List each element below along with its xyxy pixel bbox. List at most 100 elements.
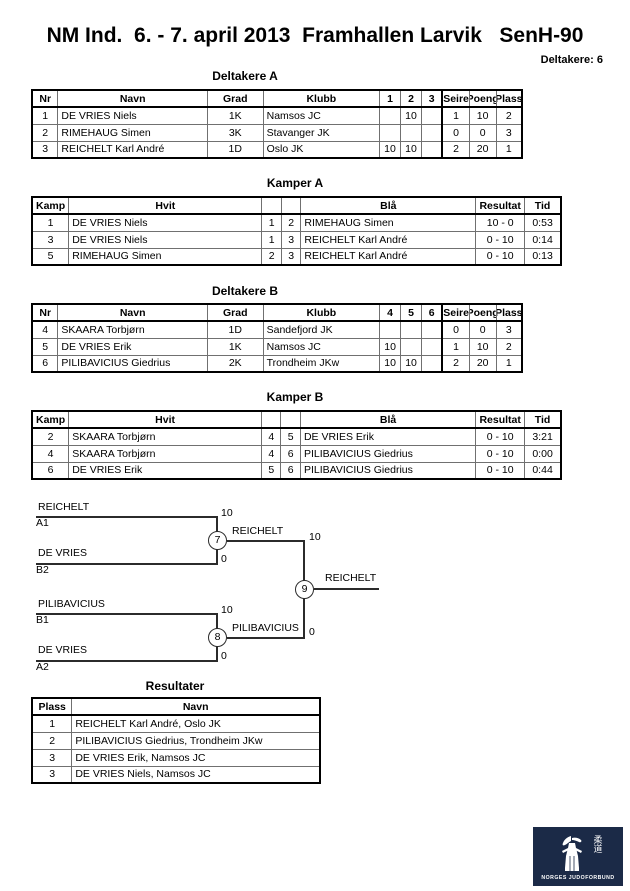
logo-text: NORGES JUDOFORBUND bbox=[541, 875, 615, 881]
col-poeng-label: Poeng bbox=[470, 93, 495, 105]
col-match-2: 2 bbox=[400, 89, 422, 108]
bracket-entry-name: REICHELT bbox=[38, 501, 90, 513]
cell-match-2: 10 bbox=[400, 106, 422, 125]
cell-navn: DE VRIES Erik, Namsos JC bbox=[71, 748, 321, 767]
table-header-row: Nr Navn Grad Klubb 1 2 3 Seire Poeng Pla… bbox=[31, 89, 523, 108]
cell-navn: REICHELT Karl André bbox=[57, 140, 208, 159]
cell-nr: 1 bbox=[31, 106, 59, 125]
bracket-entry-name: DE VRIES bbox=[38, 644, 88, 656]
cell-plass: 1 bbox=[31, 714, 73, 733]
table-row: 4 SKAARA Torbjørn 4 6 PILIBAVICIUS Giedr… bbox=[31, 444, 562, 463]
table-header-row: Nr Navn Grad Klubb 4 5 6 Seire Poeng Pla… bbox=[31, 303, 523, 322]
cell-nr: 3 bbox=[31, 140, 59, 159]
cell-match-1 bbox=[379, 123, 401, 142]
bracket-line-entry-3 bbox=[36, 613, 218, 615]
cell-match-6 bbox=[421, 354, 443, 373]
table-header-row: Kamp Hvit Blå Resultat Tid bbox=[31, 196, 562, 215]
col-bla-nr bbox=[280, 196, 302, 215]
pool-b-table: Nr Navn Grad Klubb 4 5 6 Seire Poeng Pla… bbox=[31, 303, 523, 373]
col-nr: Nr bbox=[31, 89, 59, 108]
bracket-score-sf2-top: 10 bbox=[221, 604, 233, 616]
cell-tid: 0:13 bbox=[524, 247, 562, 266]
table-row: 4 SKAARA Torbjørn 1D Sandefjord JK 0 0 3 bbox=[31, 320, 523, 339]
matches-a-caption: Kamper A bbox=[266, 176, 324, 190]
federation-logo: 柔道 NORGES JUDOFORBUND bbox=[533, 827, 623, 886]
cell-match-5 bbox=[400, 337, 423, 356]
col-navn: Navn bbox=[57, 89, 208, 108]
cell-hvit: RIMEHAUG Simen bbox=[68, 247, 263, 266]
cell-navn: DE VRIES Niels, Namsos JC bbox=[71, 765, 321, 784]
cell-bla: REICHELT Karl André bbox=[300, 230, 477, 249]
cell-plass: 3 bbox=[495, 320, 523, 339]
participants-count: Deltakere: 6 bbox=[540, 54, 603, 66]
cell-hvit: SKAARA Torbjørn bbox=[68, 427, 262, 446]
cell-poeng: 0 bbox=[468, 123, 497, 142]
cell-nr: 2 bbox=[31, 123, 59, 142]
cell-match-1: 10 bbox=[379, 140, 401, 159]
matches-b-table: Kamp Hvit Blå Resultat Tid 2 SKAARA Torb… bbox=[31, 410, 562, 480]
col-match-3: 3 bbox=[420, 89, 443, 108]
cell-bla-nr: 3 bbox=[280, 230, 302, 249]
bracket-entry-name: DE VRIES bbox=[38, 547, 88, 559]
cell-tid: 0:44 bbox=[524, 461, 562, 480]
cell-kamp: 3 bbox=[31, 230, 70, 249]
cell-bla: PILIBAVICIUS Giedrius bbox=[299, 444, 477, 463]
bracket-entry-seed: B2 bbox=[36, 564, 49, 576]
cell-match-3 bbox=[420, 140, 443, 159]
cell-navn: RIMEHAUG Simen bbox=[57, 123, 208, 142]
cell-match-3 bbox=[420, 123, 443, 142]
matches-b-caption: Kamper B bbox=[266, 390, 324, 404]
col-plass: Plass bbox=[495, 89, 523, 108]
table-header-row: Kamp Hvit Blå Resultat Tid bbox=[31, 410, 562, 429]
cell-klubb: Trondheim JKw bbox=[262, 354, 381, 373]
cell-hvit-nr: 1 bbox=[261, 213, 282, 232]
results-table: Plass Navn 1 REICHELT Karl André, Oslo J… bbox=[31, 697, 321, 784]
cell-match-6 bbox=[421, 320, 443, 339]
cell-match-3 bbox=[420, 106, 443, 125]
cell-match-1 bbox=[379, 106, 401, 125]
col-plass: Plass bbox=[31, 697, 73, 716]
cell-nr: 6 bbox=[31, 354, 59, 373]
cell-grad: 2K bbox=[206, 354, 264, 373]
table-row: 6 PILIBAVICIUS Giedrius 2K Trondheim JKw… bbox=[31, 354, 523, 373]
cell-bla: RIMEHAUG Simen bbox=[300, 213, 477, 232]
bracket-score-sf1-top: 10 bbox=[221, 507, 233, 519]
table-row: 3 DE VRIES Niels, Namsos JC bbox=[31, 765, 321, 784]
cell-match-5 bbox=[400, 320, 423, 339]
cell-bla: PILIBAVICIUS Giedrius bbox=[299, 461, 477, 480]
col-bla: Blå bbox=[299, 410, 477, 429]
col-plass-label: Plass bbox=[496, 93, 522, 105]
col-seire-label: Seire bbox=[443, 93, 469, 105]
table-row: 5 DE VRIES Erik 1K Namsos JC 10 1 10 2 bbox=[31, 337, 523, 356]
table-row: 3 DE VRIES Erik, Namsos JC bbox=[31, 748, 321, 767]
bracket-score-final-bottom: 0 bbox=[309, 626, 315, 638]
cell-resultat: 0 - 10 bbox=[475, 230, 526, 249]
cell-plass: 2 bbox=[31, 731, 73, 750]
table-row: 1 DE VRIES Niels 1K Namsos JC 10 1 10 2 bbox=[31, 106, 523, 125]
cell-seire: 0 bbox=[441, 320, 470, 339]
col-resultat: Resultat bbox=[475, 410, 526, 429]
col-navn: Navn bbox=[57, 303, 208, 322]
bracket-line-sf1-winner bbox=[227, 540, 305, 542]
cell-navn: PILIBAVICIUS Giedrius, Trondheim JKw bbox=[71, 731, 321, 750]
cell-poeng: 0 bbox=[468, 320, 497, 339]
cell-hvit: DE VRIES Niels bbox=[68, 230, 263, 249]
bracket-score-sf1-bottom: 0 bbox=[221, 553, 227, 565]
col-hvit: Hvit bbox=[68, 196, 263, 215]
cell-grad: 1D bbox=[206, 320, 264, 339]
col-plass-label: Plass bbox=[496, 307, 522, 319]
pool-b-caption: Deltakere B bbox=[211, 284, 279, 298]
cell-navn: DE VRIES Erik bbox=[57, 337, 208, 356]
cell-tid: 0:53 bbox=[524, 213, 562, 232]
cell-resultat: 0 - 10 bbox=[475, 427, 526, 446]
cell-kamp: 2 bbox=[31, 427, 70, 446]
bracket-line-entry-4 bbox=[36, 660, 218, 662]
table-row: 5 RIMEHAUG Simen 2 3 REICHELT Karl André… bbox=[31, 247, 562, 266]
cell-bla-nr: 2 bbox=[280, 213, 302, 232]
table-row: 3 REICHELT Karl André 1D Oslo JK 10 10 2… bbox=[31, 140, 523, 159]
pool-a-caption: Deltakere A bbox=[212, 69, 278, 83]
cell-hvit-nr: 4 bbox=[260, 444, 282, 463]
cell-bla-nr: 5 bbox=[280, 427, 301, 446]
cell-hvit-nr: 4 bbox=[260, 427, 282, 446]
bracket-line-sf2-winner bbox=[227, 637, 305, 639]
